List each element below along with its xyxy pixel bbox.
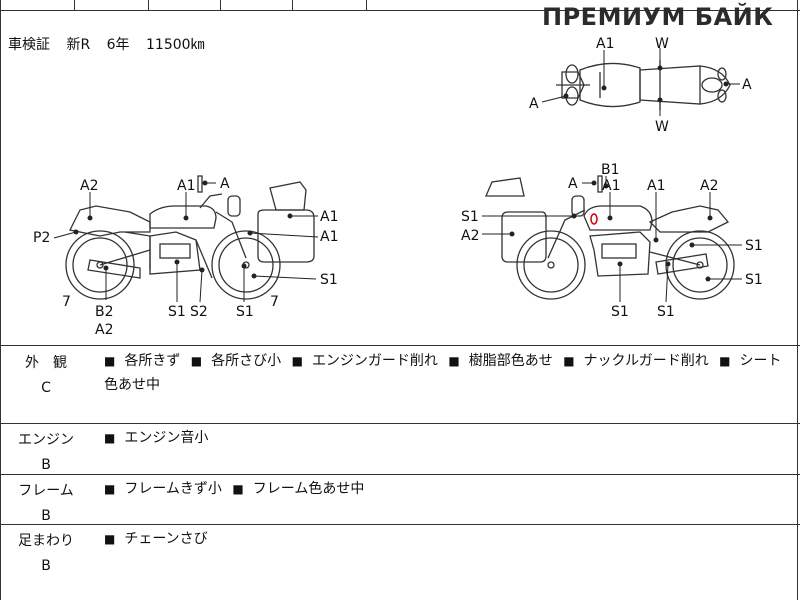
- condition-item: フレーム色あせ中: [232, 481, 364, 497]
- label-left-7-rear: 7: [270, 294, 279, 310]
- condition-item: 樹脂部色あせ: [448, 353, 552, 369]
- section-exterior-items: 各所きず 各所さび小 エンジンガード削れ 樹脂部色あせ ナックルガード削れ シー…: [104, 349, 794, 397]
- condition-item: フレームきず小: [104, 481, 222, 497]
- section-suspension-grade: B: [41, 558, 51, 574]
- section-exterior-grade: C: [41, 380, 51, 396]
- left-side-view-motorcycle: [65, 175, 315, 300]
- section-divider: [0, 345, 800, 346]
- label-top-a1: A1: [596, 36, 614, 52]
- section-title-suspension: 足まわり B: [6, 530, 86, 574]
- label-left-a2: A2: [80, 178, 98, 194]
- label-left-7-front: 7: [62, 294, 71, 310]
- section-divider: [0, 524, 800, 525]
- right-side-view-motorcycle: [485, 175, 735, 300]
- section-title-engine: エンジン B: [6, 429, 86, 473]
- label-top-a-left: A: [529, 96, 539, 112]
- top-view-motorcycle: [556, 60, 731, 110]
- certificate-model: 新R: [66, 37, 91, 53]
- label-left-a-mirror: A: [220, 176, 230, 192]
- label-right-s1-wheel-bottom: S1: [745, 272, 763, 288]
- brand-watermark: ПРЕМИУМ БАЙК: [542, 3, 774, 31]
- leader-lines: [53, 48, 742, 303]
- section-engine-title: エンジン: [18, 432, 74, 448]
- label-top-w-upper: W: [655, 36, 669, 52]
- diagram-labels: A1 W W A A A2 A1 A P2 A1 A1 S1 7 7 B2 A2…: [33, 36, 763, 338]
- condition-item: チェーンさび: [104, 531, 208, 547]
- top-grade-strip: [0, 0, 800, 11]
- section-suspension-items: チェーンさび: [104, 527, 794, 551]
- motorcycle-damage-diagram: A1 W W A A A2 A1 A P2 A1 A1 S1 7 7 B2 A2…: [33, 36, 763, 338]
- label-left-p2: P2: [33, 230, 50, 246]
- section-divider: [0, 474, 800, 475]
- label-right-a2: A2: [700, 178, 718, 194]
- label-right-a2-case: A2: [461, 228, 479, 244]
- label-right-a1-seat: A1: [647, 178, 665, 194]
- vehicle-certificate: 車検証 新R 6年 11500㎞: [8, 34, 217, 54]
- condition-item: 各所さび小: [191, 353, 281, 369]
- certificate-label: 車検証: [8, 37, 50, 53]
- certificate-mileage: 11500㎞: [146, 37, 205, 53]
- label-left-b2: B2: [95, 304, 114, 320]
- section-frame-grade: B: [41, 508, 51, 524]
- section-divider: [0, 423, 800, 424]
- label-top-a-right: A: [742, 77, 752, 93]
- label-top-w-lower: W: [655, 119, 669, 135]
- damage-mark: [590, 213, 598, 225]
- label-left-a1-case-top: A1: [320, 209, 338, 225]
- label-left-s1-a: S1: [168, 304, 186, 320]
- section-engine-items: エンジン音小: [104, 426, 794, 450]
- condition-item: エンジンガード削れ: [292, 353, 438, 369]
- section-frame-items: フレームきず小 フレーム色あせ中: [104, 477, 794, 501]
- label-left-a1-tank: A1: [177, 178, 195, 194]
- label-left-a1-case: A1: [320, 229, 338, 245]
- label-left-a2-bottom: A2: [95, 322, 113, 338]
- label-right-b1: B1: [601, 162, 620, 178]
- label-right-a: A: [568, 176, 578, 192]
- section-frame-title: フレーム: [18, 483, 74, 499]
- label-right-s1-engine: S1: [611, 304, 629, 320]
- section-engine-grade: B: [41, 457, 51, 473]
- label-right-a1-tank: A1: [602, 178, 620, 194]
- label-left-s1-right: S1: [320, 272, 338, 288]
- section-title-frame: フレーム B: [6, 480, 86, 524]
- section-title-exterior: 外 観 C: [6, 352, 86, 396]
- label-right-s1-frame: S1: [657, 304, 675, 320]
- condition-item: 各所きず: [104, 353, 180, 369]
- section-suspension-title: 足まわり: [18, 533, 74, 549]
- label-right-s1-wheel-top: S1: [745, 238, 763, 254]
- label-right-s1-case: S1: [461, 209, 479, 225]
- label-left-s2: S2: [190, 304, 208, 320]
- certificate-years: 6年: [106, 37, 130, 53]
- label-left-s1-b: S1: [236, 304, 254, 320]
- condition-item: エンジン音小: [104, 430, 208, 446]
- section-exterior-title: 外 観: [25, 355, 67, 371]
- condition-item: ナックルガード削れ: [563, 353, 709, 369]
